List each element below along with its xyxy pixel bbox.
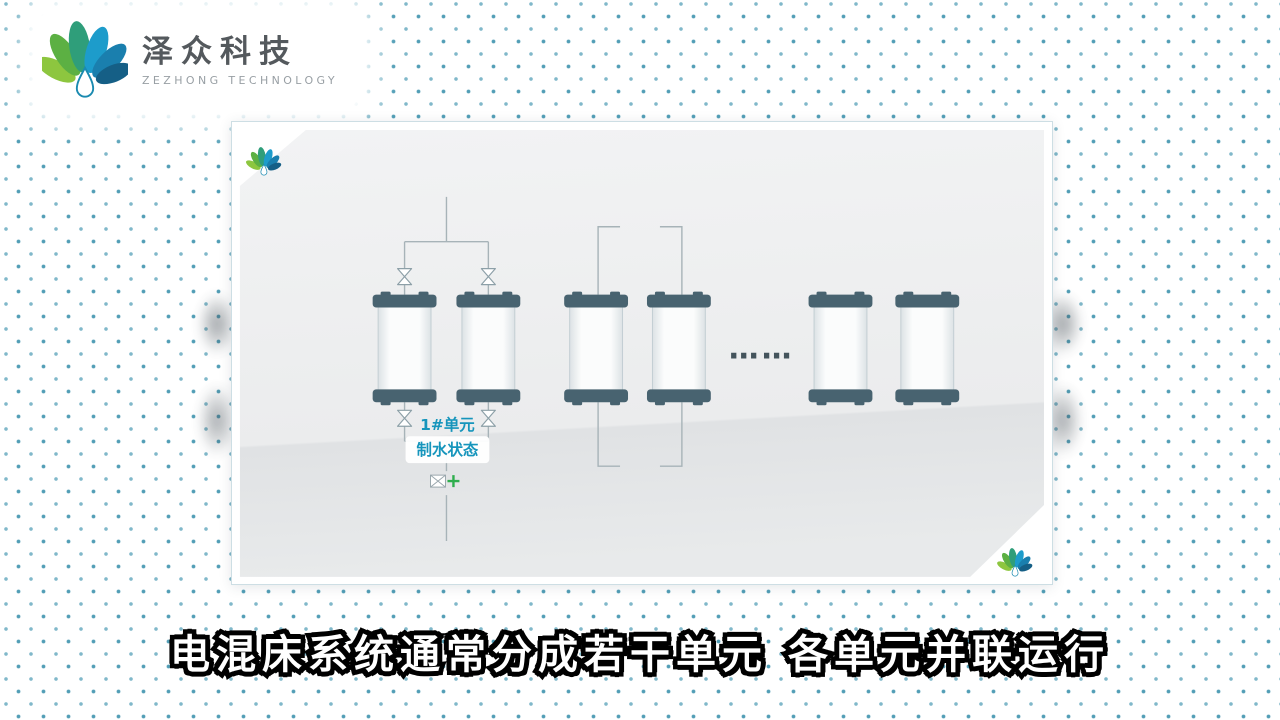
vessel [563,291,629,406]
vessel [455,291,521,406]
subtitle-caption: 电混床系统通常分成若干单元 各单元并联运行 电混床系统通常分成若干单元 各单元并… [0,628,1280,691]
mixed-bed-diagram: …… 1#单元 制水状态 [239,129,1044,577]
vessel [372,291,437,406]
vessel [646,291,712,406]
brand-name-en: ZEZHONG TECHNOLOGY [142,74,338,88]
subtitle-caption-outline: 电混床系统通常分成若干单元 各单元并联运行 [166,628,1110,683]
instrument-icon [430,474,460,488]
more-units-ellipsis: …… [729,331,795,366]
brand-name: 泽众科技 [142,33,298,70]
unit2-pipes [597,226,683,467]
unit-status-label-bg [405,436,490,464]
brand-logo-icon [42,18,128,98]
slide-card: …… 1#单元 制水状态 [231,121,1053,585]
unit-label-line2: 制水状态 [417,440,479,459]
unit-label-line1: 1#单元 [420,415,475,434]
vessel [808,291,873,406]
subtitle-caption-text: 电混床系统通常分成若干单元 各单元并联运行 [170,632,1110,678]
brand-header: 泽众科技 ZEZHONG TECHNOLOGY [36,12,358,110]
vessel [894,291,960,406]
card-corner-logo-bottom-right [995,547,1034,577]
